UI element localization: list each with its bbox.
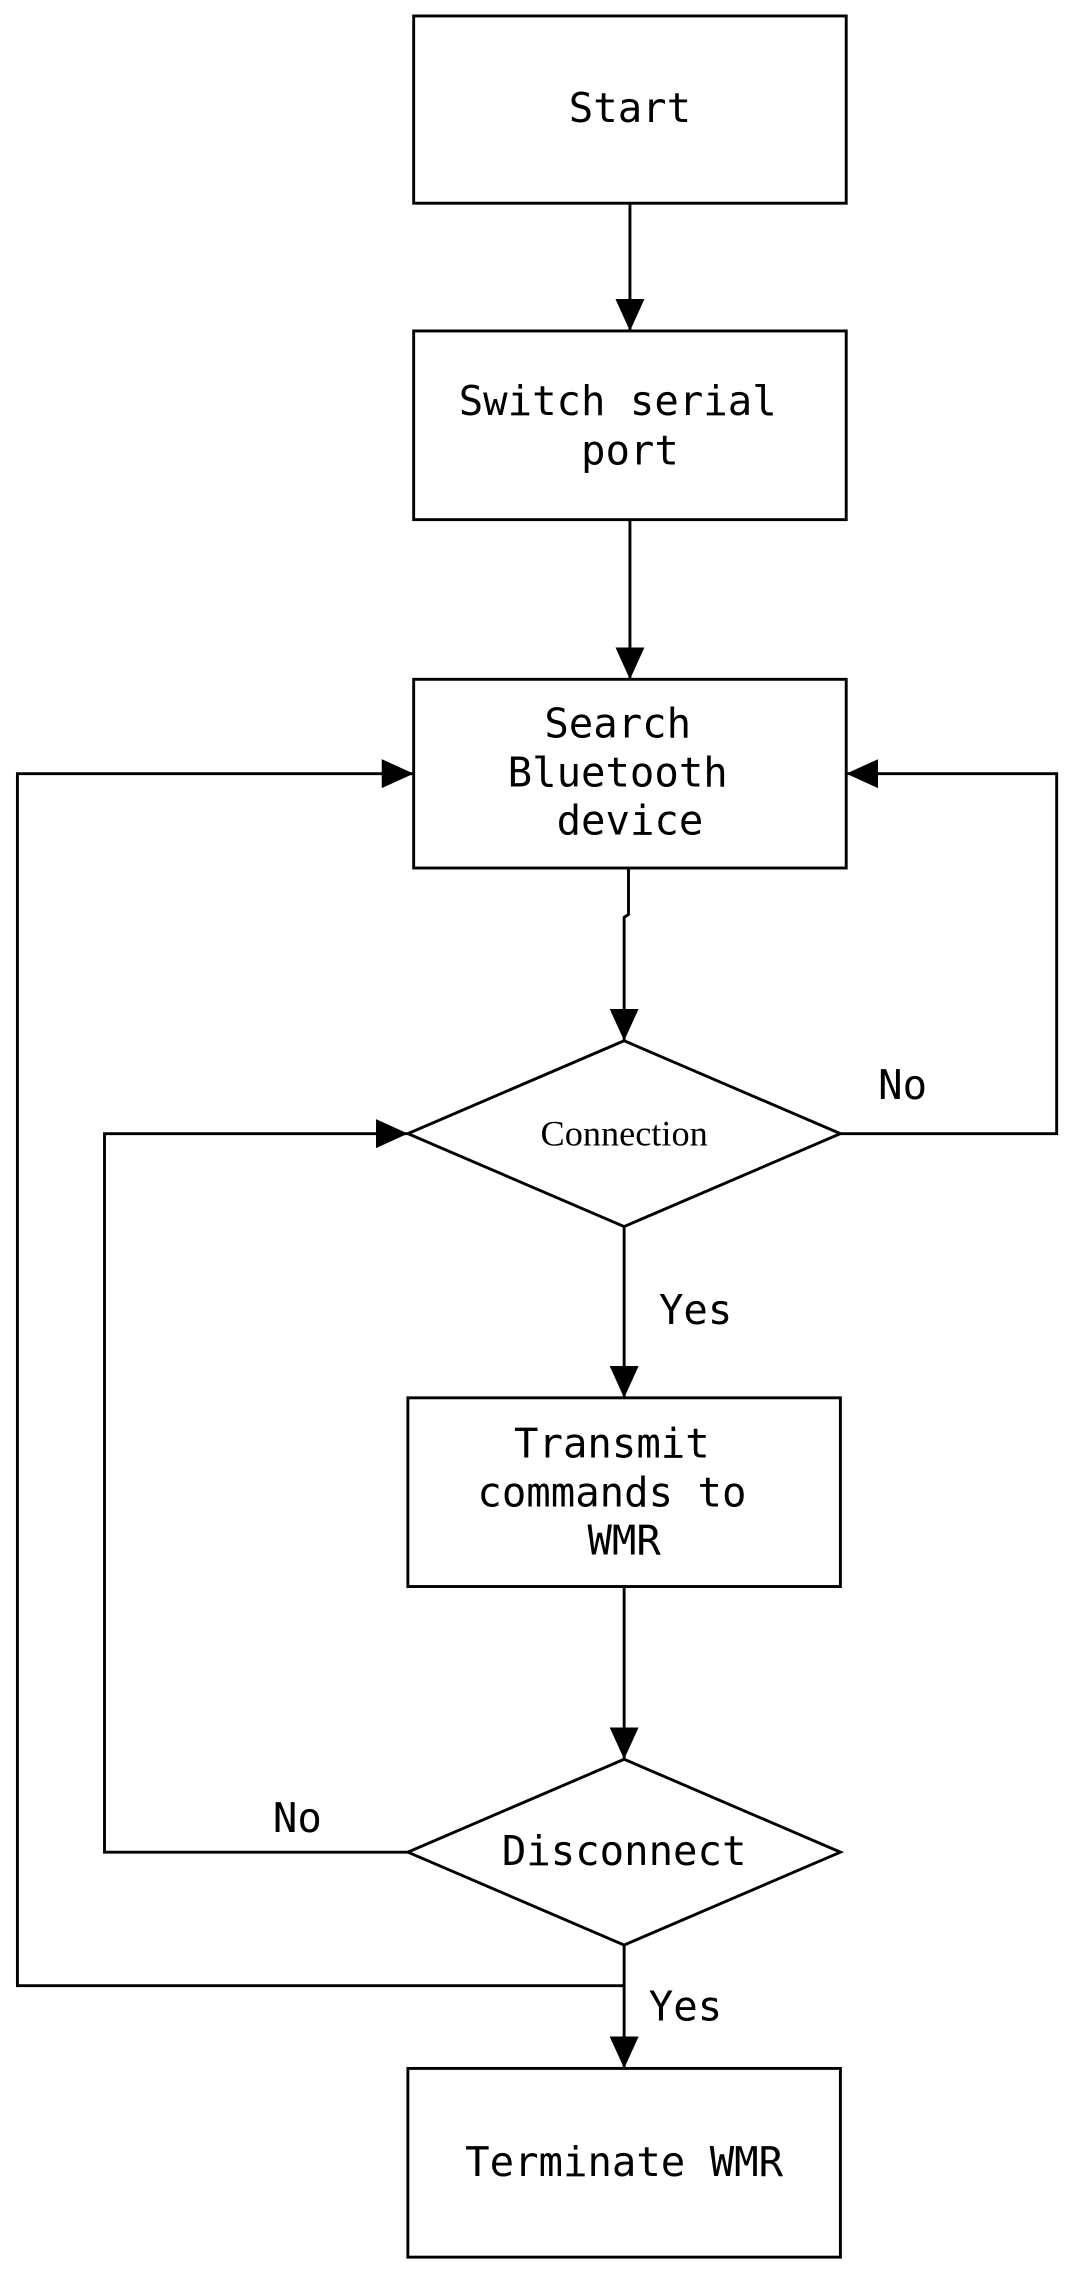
search-bluetooth-label-line: device [557,797,704,845]
terminate-wmr-label: Terminate WMR [465,2138,783,2186]
start-label: Start [569,84,691,132]
disconnect-no-label: No [273,1794,322,1842]
transmit-commands-label: Transmit commands to WMR [477,1419,771,1564]
connection-yes-label: Yes [659,1286,732,1334]
start-box [412,14,848,205]
terminate-wmr-box [406,2066,842,2259]
return-to-search-arrow [15,759,625,1988]
transmit-commands-label-line: Transmit [514,1419,710,1467]
disconnect-yes-label: Yes [649,1983,722,2031]
connection-label: Connection [541,1113,708,1153]
disconnect-no-loop-arrow [103,1119,408,1854]
connection-label-line: Connection [541,1113,708,1153]
terminate-wmr-label-line: Terminate WMR [465,2138,783,2186]
transmit-commands-label-line: commands to [477,1469,746,1517]
search-bluetooth-label: Search Bluetooth device [508,699,753,844]
connection-no-label: No [878,1061,927,1109]
disconnect-label-line: Disconnect [502,1827,747,1875]
search-to-connection-arrow [609,868,639,1041]
start-label-line: Start [569,84,691,132]
switch-serial-port-label: Switch serial port [459,377,801,474]
search-bluetooth-label-line: Search [544,699,691,747]
switch-serial-port-label-line: port [581,426,679,474]
switch-serial-port-label-line: Switch serial [459,377,777,425]
transmit-commands-label-line: WMR [587,1517,661,1565]
disconnect-label: Disconnect [502,1827,747,1875]
switch-serial-port-box [412,329,848,522]
connection-no-loop-arrow [840,759,1059,1136]
search-bluetooth-label-line: Bluetooth [508,749,728,797]
